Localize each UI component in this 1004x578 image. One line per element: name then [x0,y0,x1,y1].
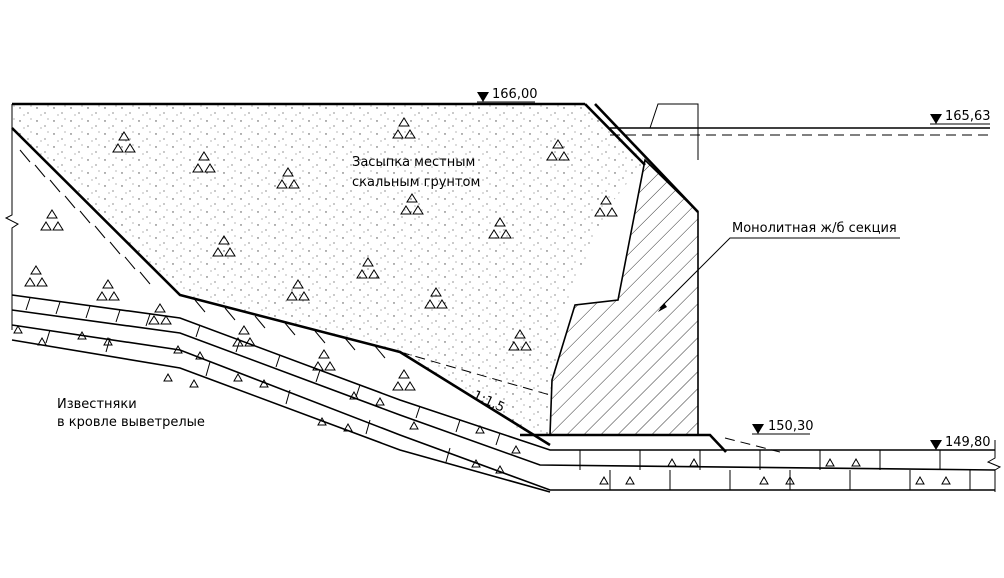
elevation-marker-166: 166,00 [477,87,538,103]
slope-hatch [19,149,386,359]
elevation-150-label: 150,30 [768,419,814,434]
base-slab [520,433,727,453]
elevation-marker-149: 149,80 [930,435,991,451]
monolith-leader [659,237,900,309]
layer-ticks [25,297,971,490]
slope-dash [399,351,551,396]
backfill-edge-line-2 [594,103,699,213]
monolith-label: Монолитная ж/б секция [732,221,897,236]
break-line-right [986,440,1002,492]
monolith-section [549,158,699,436]
limestone-label-1: Известняки [57,397,137,412]
break-line-left [4,104,19,330]
backfill-area [12,104,645,435]
base-dash [724,437,781,453]
elevation-marker-165: 165,63 [930,109,991,125]
elevation-149-label: 149,80 [945,435,991,450]
excavation-slope [11,127,551,447]
leader-arrow-icon [658,303,667,312]
rock-symbols [13,117,951,485]
backfill-label-2: скальным грунтом [352,175,480,190]
backfill-label-1: Засыпка местным [352,155,475,170]
elevation-marker-150: 150,30 [752,419,814,435]
wall-cap-line [649,103,699,160]
elevation-165-label: 165,63 [945,109,991,124]
limestone-label-2: в кровле выветрелые [57,415,205,430]
elevation-166-label: 166,00 [492,87,538,102]
